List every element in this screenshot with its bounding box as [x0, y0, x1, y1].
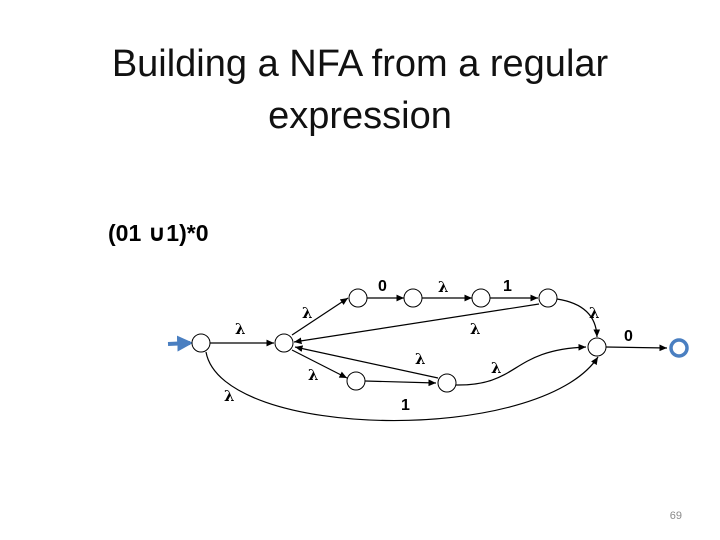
title-line-1: Building a NFA from a regular	[111, 43, 609, 85]
start-arrow	[167, 335, 194, 352]
state-q8	[587, 337, 607, 357]
label-q8-qf: 0	[624, 328, 633, 345]
edge-q0-q8-bypass	[205, 351, 599, 422]
edge-q5-q1-back	[293, 303, 540, 345]
edge-q8-qf	[605, 344, 668, 352]
edge-q1-q2	[291, 297, 349, 336]
edge-q1-q6	[291, 349, 348, 379]
label-q0-q8-bypass: λ	[224, 387, 235, 405]
label-q2-q3: 0	[378, 278, 387, 295]
state-q7	[437, 373, 457, 393]
state-q2	[348, 288, 368, 308]
page-number: 69	[669, 510, 682, 522]
edge-q7-q1-back	[294, 345, 439, 379]
label-q0-q1: λ	[235, 320, 246, 338]
title-line-2: expression	[268, 95, 452, 137]
label-q5-q1-back: λ	[470, 320, 481, 338]
state-q3	[403, 288, 423, 308]
state-q1	[274, 333, 294, 353]
label-q1-q2: λ	[302, 304, 313, 322]
edge-q5-q8	[556, 298, 601, 338]
edge-q6-q7	[364, 379, 437, 387]
state-accept	[669, 338, 689, 358]
label-q5-q8: λ	[589, 304, 600, 322]
label-q7-q8: λ	[491, 359, 502, 377]
label-q7-q1-back: λ	[415, 350, 426, 368]
regular-expression: (01 ∪1)*0	[108, 220, 209, 246]
state-q0-start	[191, 333, 211, 353]
slide-title: Building a NFA from a regular expression	[60, 38, 660, 142]
state-q6	[346, 371, 366, 391]
label-q3-q4: λ	[438, 278, 449, 296]
label-q4-q5: 1	[503, 278, 512, 295]
label-q6-q7: 1	[401, 397, 410, 414]
state-q4	[471, 288, 491, 308]
state-q5	[538, 288, 558, 308]
label-q1-q6: λ	[308, 366, 319, 384]
edge-q7-q8	[455, 343, 587, 386]
